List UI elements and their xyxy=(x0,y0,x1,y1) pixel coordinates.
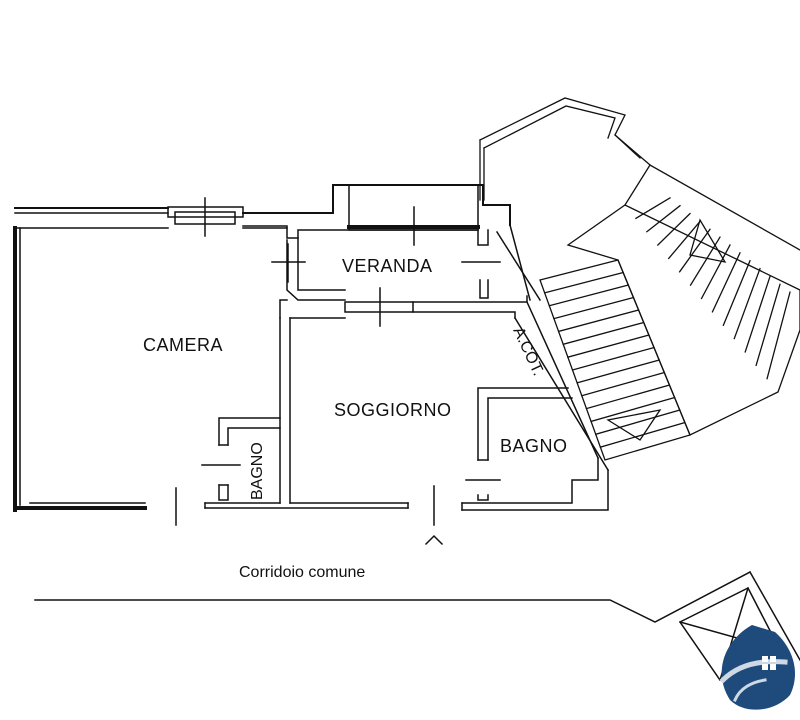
corridor-wall xyxy=(34,534,800,681)
stair-tread xyxy=(711,251,741,313)
stair-tread xyxy=(667,220,701,260)
walls xyxy=(13,184,610,526)
stair-tread xyxy=(557,309,640,333)
stair-tread xyxy=(678,228,711,273)
stair-tread xyxy=(645,204,681,233)
stair-tread xyxy=(543,271,624,294)
stair-tread xyxy=(722,259,751,327)
stair-tread xyxy=(553,296,635,320)
stair-tread xyxy=(599,421,686,448)
label-corridor: Corridoio comune xyxy=(239,564,365,581)
room-label-camera: CAMERA xyxy=(143,335,223,355)
staircase xyxy=(479,97,800,461)
stair-tread xyxy=(700,244,731,300)
room-label-bagno-left: BAGNO xyxy=(249,442,266,500)
room-label-bagno-right: BAGNO xyxy=(500,436,568,456)
stair-tread xyxy=(590,396,676,423)
stair-tread xyxy=(562,321,645,346)
stair-tread xyxy=(744,275,771,353)
room-label-veranda: VERANDA xyxy=(342,256,433,276)
stair-tread xyxy=(576,359,660,384)
stair-tread xyxy=(585,384,671,410)
stair-tread xyxy=(548,284,630,307)
stair-tread xyxy=(755,283,781,367)
stair-tread xyxy=(580,371,666,397)
stair-tread xyxy=(635,196,671,220)
stair-tread xyxy=(766,291,791,380)
stair-tread xyxy=(733,267,761,340)
stair-tread xyxy=(567,334,650,358)
stair-tread xyxy=(594,409,681,436)
stair-tread xyxy=(656,212,691,246)
room-label-soggiorno: SOGGIORNO xyxy=(334,400,452,420)
house-logo-icon xyxy=(719,625,795,710)
stair-tread xyxy=(571,346,655,371)
